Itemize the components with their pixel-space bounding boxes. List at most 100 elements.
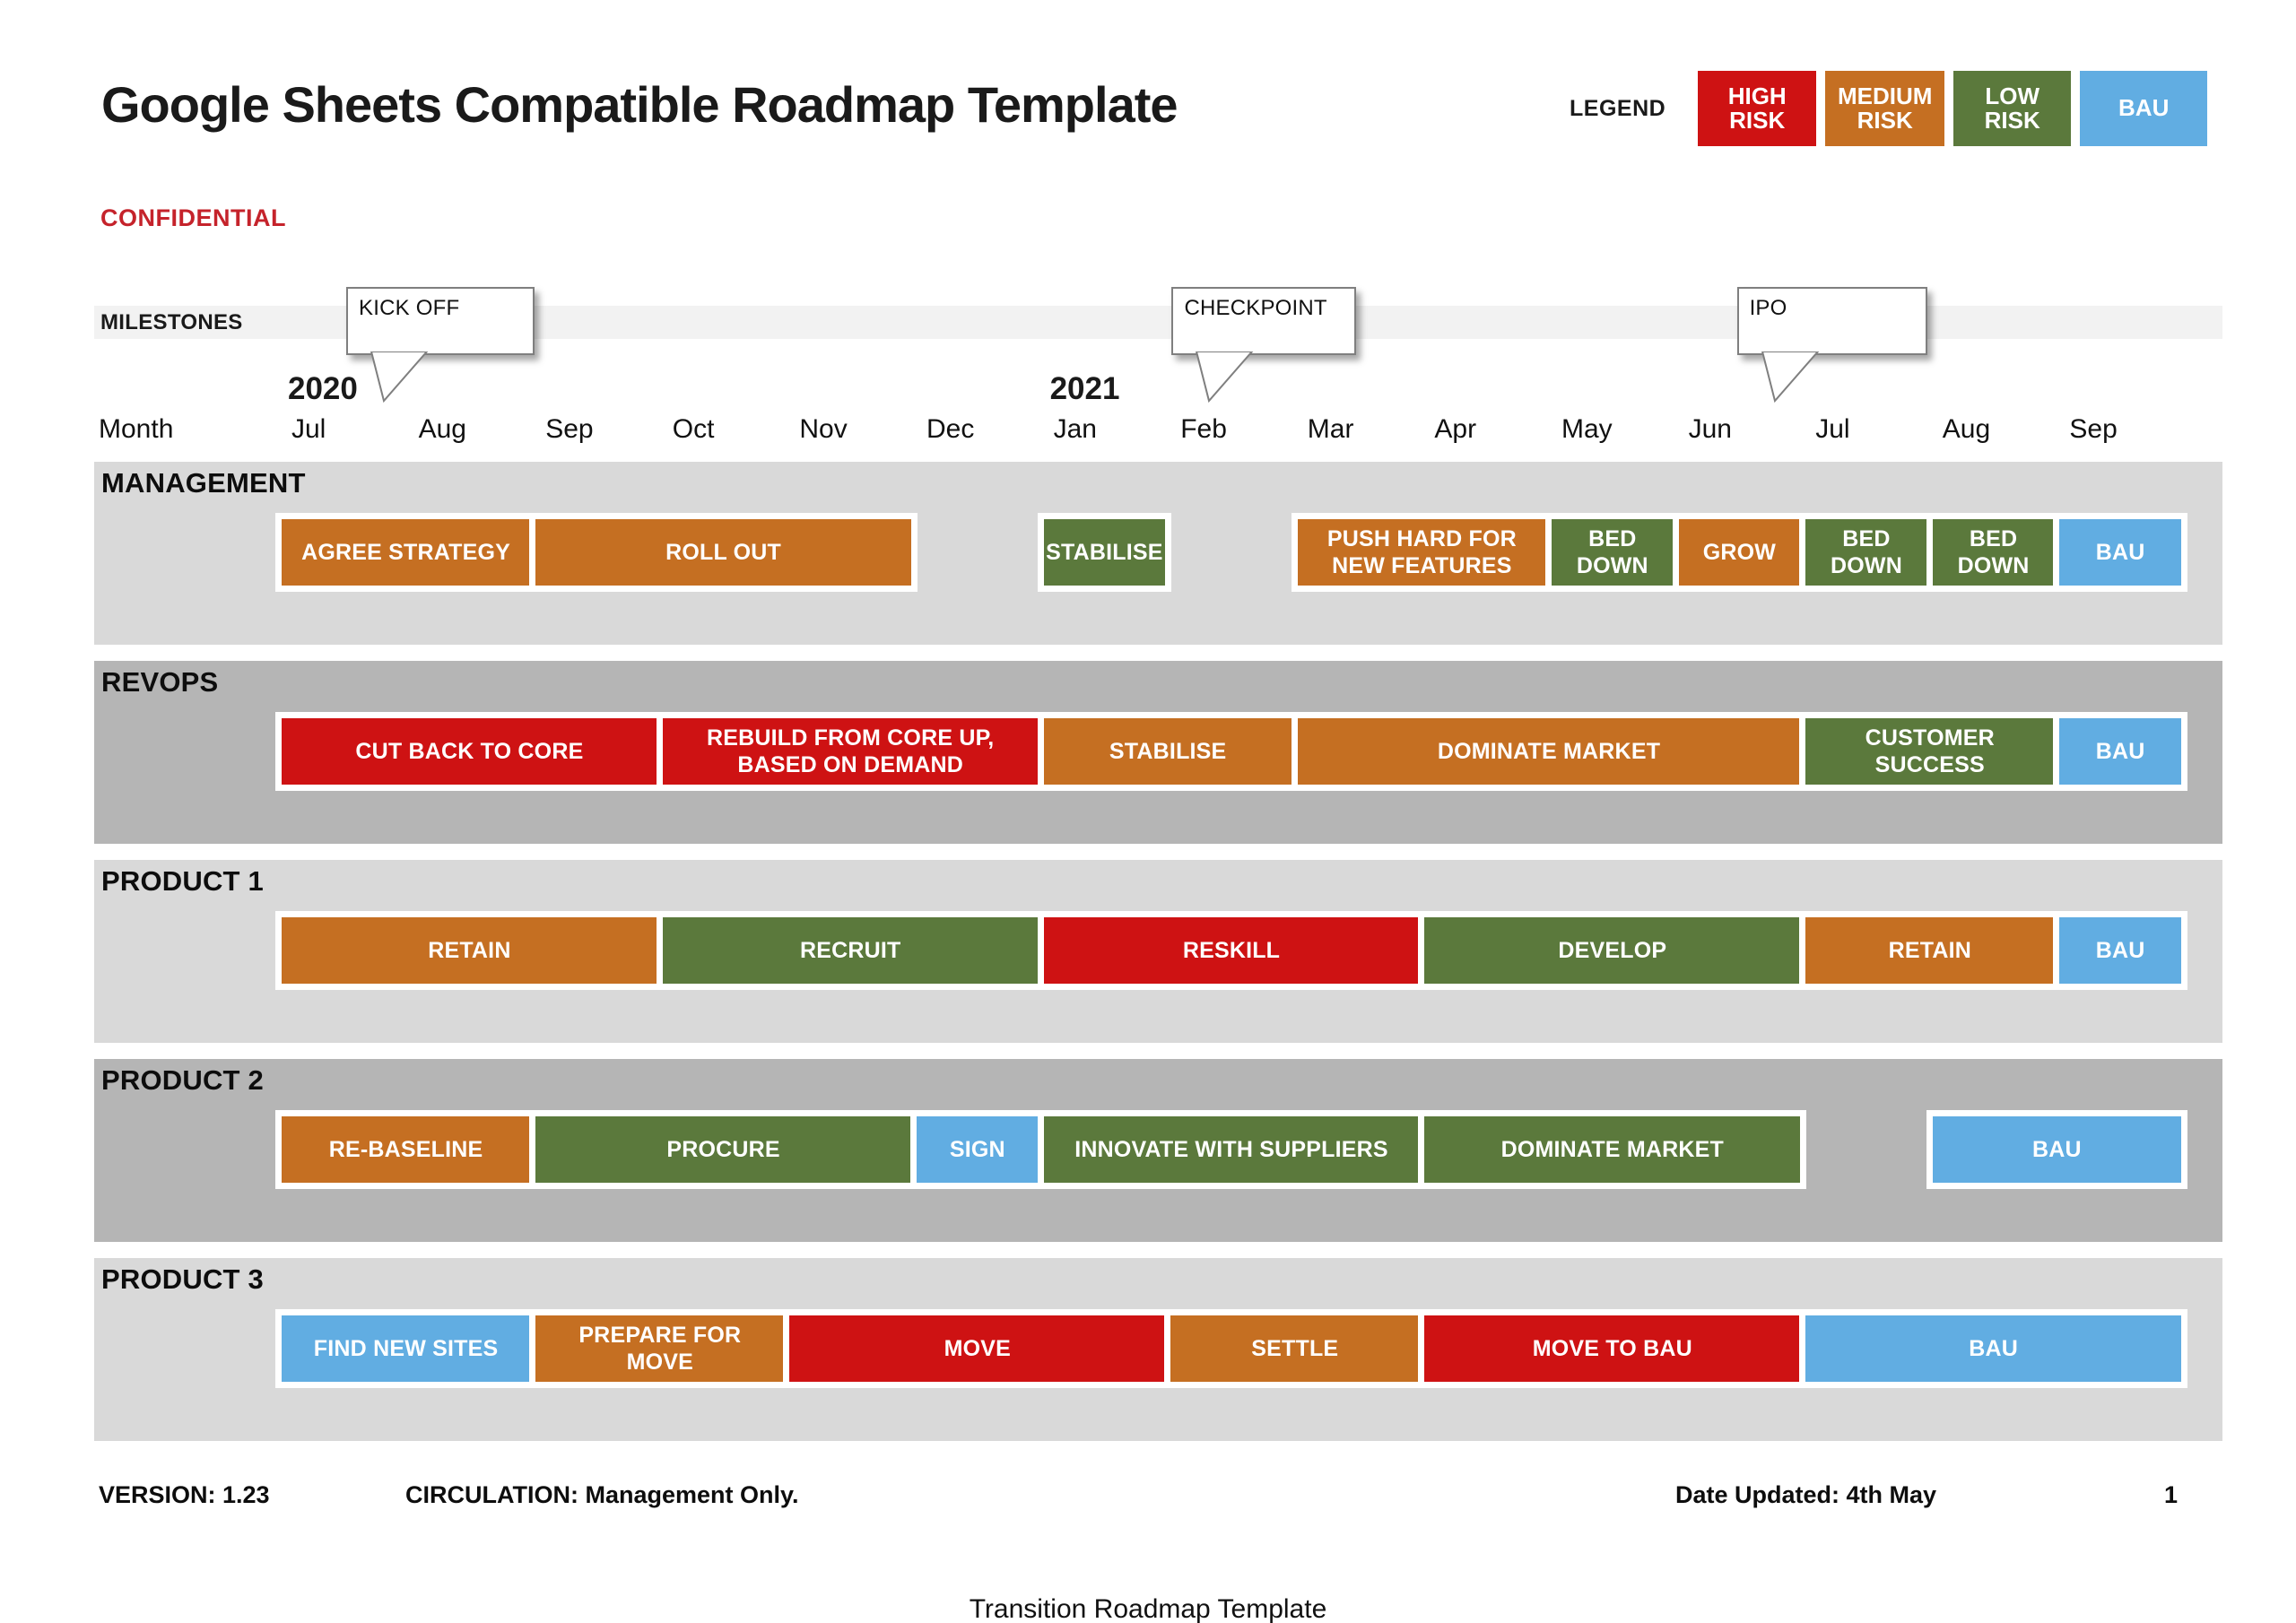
roadmap-bar: SETTLE (1170, 1315, 1420, 1382)
legend-item-label: MEDIUM RISK (1837, 82, 1933, 134)
roadmap-bar: BED DOWN (1932, 519, 2055, 586)
roadmap-bar: DEVELOP (1424, 917, 1801, 984)
lane-label: MANAGEMENT (101, 467, 306, 499)
roadmap-bar-label: CUSTOMER SUCCESS (1865, 725, 1995, 777)
timeline-year-label: 2020 (288, 371, 358, 406)
roadmap-bar: ROLL OUT (535, 519, 911, 586)
timeline-month-label: Sep (2069, 414, 2118, 444)
roadmap-bar: DOMINATE MARKET (1424, 1116, 1801, 1183)
lane-label: REVOPS (101, 666, 219, 698)
footer-circulation: CIRCULATION: Management Only. (405, 1481, 799, 1508)
roadmap-bar-label: RETAIN (1888, 938, 1971, 963)
timeline-month-label: Jul (1815, 414, 1850, 444)
lane-label: PRODUCT 2 (101, 1064, 264, 1096)
legend-item-medium: MEDIUM RISK (1825, 71, 1945, 146)
footer-page-number: 1 (2164, 1481, 2179, 1508)
milestones-label: MILESTONES (100, 310, 243, 334)
lane-band-management: MANAGEMENT AGREE STRATEGY ROLL OUT STABILIS… (94, 462, 2222, 645)
roadmap-bar: BAU (2059, 718, 2181, 785)
roadmap-bar: AGREE STRATEGY (282, 519, 531, 586)
roadmap-bar: MOVE (789, 1315, 1166, 1382)
roadmap-bar: BAU (1805, 1315, 2181, 1382)
roadmap-bar-label: BAU (1969, 1336, 2018, 1361)
roadmap-bar-label: SIGN (949, 1137, 1005, 1162)
callout-tail-icon (1196, 352, 1254, 404)
legend-item-high: HIGH RISK (1698, 71, 1817, 146)
roadmap-bar: MOVE TO BAU (1424, 1315, 1801, 1382)
lane-label: PRODUCT 1 (101, 865, 264, 897)
legend-item-label: HIGH RISK (1727, 82, 1787, 134)
roadmap-bar-label: BAU (2095, 739, 2145, 764)
roadmap-bar-label: FIND NEW SITES (313, 1336, 499, 1361)
roadmap-bar-label: CUT BACK TO CORE (355, 739, 584, 764)
milestone-callout: CHECKPOINT (1171, 287, 1356, 355)
roadmap-bar-label: RETAIN (428, 938, 511, 963)
timeline-month-label: Aug (418, 414, 466, 444)
roadmap-bar-label: MOVE TO BAU (1532, 1336, 1692, 1361)
roadmap-bar-label: INNOVATE WITH SUPPLIERS (1074, 1137, 1388, 1162)
roadmap-bar-label: RE-BASELINE (328, 1137, 483, 1162)
roadmap-bar: DOMINATE MARKET (1297, 718, 1801, 785)
roadmap-bar-label: REBUILD FROM CORE UP, BASED ON DEMAND (706, 725, 995, 777)
roadmap-bar-label: DEVELOP (1558, 938, 1667, 963)
roadmap-bar: PUSH HARD FOR NEW FEATURES (1297, 519, 1546, 586)
callout-tail-icon (370, 352, 429, 404)
roadmap-bar: PREPARE FOR MOVE (535, 1315, 785, 1382)
page-caption: Transition Roadmap Template (969, 1594, 1327, 1623)
roadmap-bar-label: RESKILL (1182, 938, 1281, 963)
roadmap-bar: RECRUIT (662, 917, 1039, 984)
milestone-callout: KICK OFF (346, 287, 535, 355)
timeline-month-label: Jan (1053, 414, 1097, 444)
timeline-month-label: Dec (926, 414, 975, 444)
milestone-callout: IPO (1736, 287, 1927, 355)
roadmap-bar: GROW (1678, 519, 1801, 586)
timeline-month-label: Apr (1434, 414, 1477, 444)
lane-label: PRODUCT 3 (101, 1263, 264, 1295)
roadmap-bar-label: BAU (2032, 1137, 2082, 1162)
roadmap-bar-label: BED DOWN (1576, 526, 1648, 578)
lane-band-product-1: PRODUCT 1 RETAIN RECRUIT RESKILL DEVELOP RETA… (94, 860, 2222, 1043)
roadmap-bar: SIGN (917, 1116, 1039, 1183)
roadmap-bar-label: BED DOWN (1831, 526, 1902, 578)
roadmap-bar-label: PROCURE (666, 1137, 780, 1162)
roadmap-bar: CUSTOMER SUCCESS (1805, 718, 2055, 785)
roadmap-bar-label: BAU (2095, 540, 2145, 565)
timeline-month-label: Aug (1942, 414, 1991, 444)
legend-item-bau: BAU (2080, 71, 2208, 146)
roadmap-bar-label: STABILISE (1046, 540, 1163, 565)
roadmap-bar-label: PUSH HARD FOR NEW FEATURES (1326, 526, 1517, 578)
legend-item-label: LOW RISK (1984, 82, 2040, 134)
roadmap-bar: BAU (2059, 917, 2181, 984)
legend-item-low: LOW RISK (1953, 71, 2072, 146)
page-title: Google Sheets Compatible Roadmap Templat… (101, 76, 1178, 133)
milestone-callout-label: IPO (1749, 296, 1787, 320)
roadmap-bar: RE-BASELINE (282, 1116, 531, 1183)
timeline-month-label: Oct (672, 414, 715, 444)
lane-band-revops: REVOPS CUT BACK TO CORE REBUILD FROM CORE … (94, 661, 2222, 844)
roadmap-bar: STABILISE (1043, 519, 1166, 586)
roadmap-bar-label: BAU (2095, 938, 2145, 963)
lane-band-product-2: PRODUCT 2 RE-BASELINE PROCURE SIGN INNOVATE … (94, 1059, 2222, 1242)
roadmap-bar: BED DOWN (1805, 519, 1927, 586)
roadmap-bar: INNOVATE WITH SUPPLIERS (1043, 1116, 1420, 1183)
confidential-label: CONFIDENTIAL (100, 204, 286, 231)
roadmap-bar-label: DOMINATE MARKET (1500, 1137, 1724, 1162)
legend: LEGEND HIGH RISK MEDIUM RISK LOW RISK BAU (1570, 71, 2216, 146)
timeline-year-label: 2021 (1049, 371, 1120, 406)
timeline-month-label: Feb (1180, 414, 1227, 444)
roadmap-bar-label: PREPARE FOR MOVE (578, 1323, 742, 1375)
roadmap-bar-label: STABILISE (1109, 739, 1227, 764)
timeline-month-label: May (1561, 414, 1613, 444)
roadmap-bar: REBUILD FROM CORE UP, BASED ON DEMAND (662, 718, 1039, 785)
roadmap-bar-label: BED DOWN (1957, 526, 2030, 578)
roadmap-bar: RESKILL (1043, 917, 1420, 984)
legend-item-label: BAU (2118, 94, 2170, 122)
timeline-month-label: Nov (799, 414, 848, 444)
roadmap-bar-label: SETTLE (1251, 1336, 1339, 1361)
footer-date-updated: Date Updated: 4th May (1675, 1481, 1937, 1508)
roadmap-bar: RETAIN (1805, 917, 2055, 984)
legend-label: LEGEND (1570, 95, 1666, 121)
roadmap-bar-label: AGREE STRATEGY (301, 540, 511, 565)
timeline-month-label: Mar (1307, 414, 1354, 444)
